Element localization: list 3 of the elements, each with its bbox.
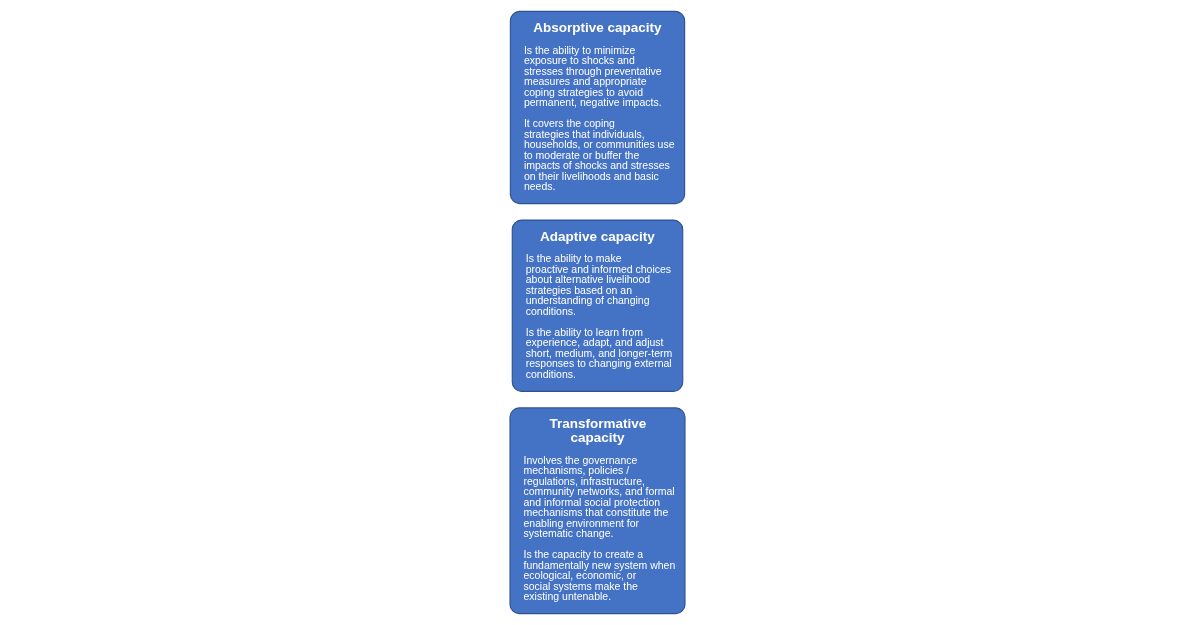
node-box: Transformative capacity Involves the governance mechanisms, policies / regulations, infrastructure, community networks, and formal and informal social protection mechanisms that constitute the enabling environment for systematic change. Is the capacity to create a fundamentally new system when ecological, economic, or social systems make the existing untenable. [508, 407, 686, 615]
node-box: Adaptive capacity Is the ability to make proactive and informed choices about alternative livelihood strategies based on an understanding of changing conditions. Is the ability to learn from experience, adapt, and adjust short, medium, and longer-term responses to changing external conditions. [511, 219, 683, 392]
node-box: Absorptive capacity Is the ability to minimize exposure to shocks and stresses through preventative measures and appropriate coping strategies to avoid permanent, negative impacts. It covers the coping strategies that individuals, households, or communities use to moderate or buffer the impacts of shocks and stresses on their livelihoods and basic needs. [509, 10, 685, 205]
